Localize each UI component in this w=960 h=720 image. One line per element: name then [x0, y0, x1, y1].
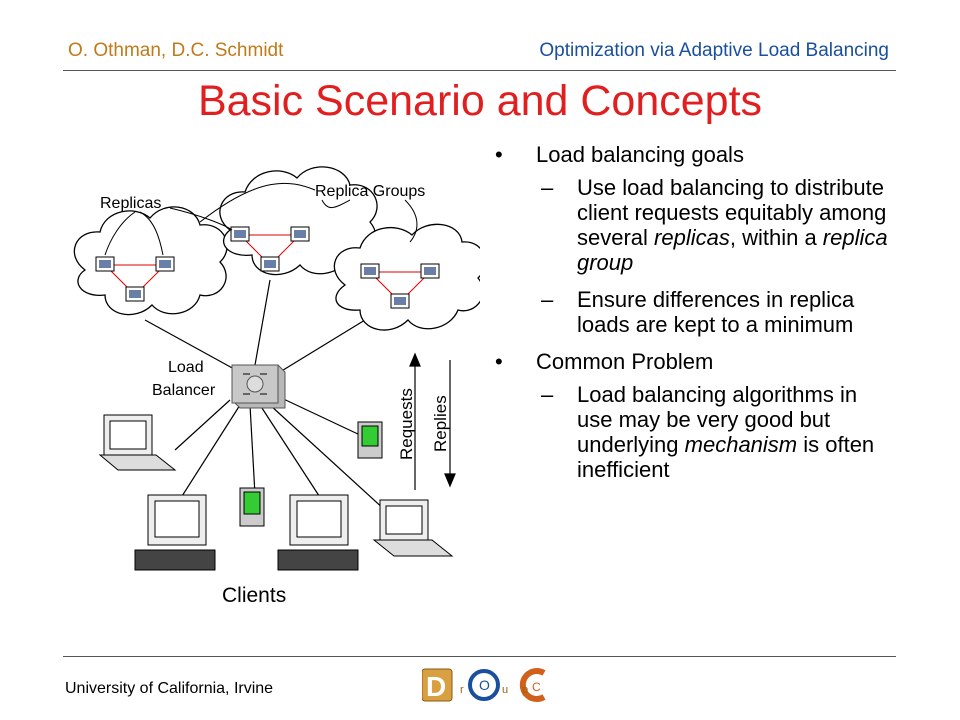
sub-bullet-dash: – [541, 382, 554, 407]
replica-groups-arrows [199, 182, 418, 243]
replica-group-term: replica group [577, 225, 888, 275]
doc-group-logo: D r O u C p [422, 668, 546, 702]
sub-bullet-text-part: , within a [729, 225, 823, 250]
bullet-common-problem-text: Common Problem [536, 349, 714, 374]
replica-groups-label: Replica Groups [315, 183, 425, 200]
sub-bullet-text-part: Load balancing algorithms in use may be … [577, 382, 858, 457]
load-label: Load [168, 359, 204, 376]
sub-bullet-text-part: Use load balancing to distribute client … [577, 175, 887, 250]
client-pda-1 [357, 421, 383, 459]
requests-label: Requests [397, 388, 416, 460]
mechanism-term: mechanism [684, 432, 798, 457]
footer-institution: University of California, Irvine [65, 680, 274, 697]
bullet-dot: • [495, 142, 503, 167]
client-desktop-2 [277, 494, 359, 571]
logo-letter-u: u [502, 684, 508, 696]
client-laptop-1 [98, 414, 177, 471]
sub-bullet-ensure-differences: – Ensure differences in replica loads ar… [495, 287, 895, 337]
slide-title: Basic Scenario and Concepts [197, 77, 763, 125]
sub-bullet-text-part: is often inefficient [577, 432, 875, 482]
requests-replies-arrows [409, 352, 456, 490]
sub-bullet-dash: – [541, 287, 554, 312]
load-balancing-diagram: Replicas Replica Groups Load Balancer Re… [73, 166, 480, 607]
logo-letter-r: r [460, 684, 464, 696]
bullet-list: • Load balancing goals – Use load balanc… [495, 142, 895, 494]
replicas-term: replicas [654, 225, 730, 250]
logo-letter-p: p [522, 684, 528, 696]
client-laptop-2 [372, 499, 454, 557]
bullet-common-problem: • Common Problem [495, 349, 895, 374]
replicas-label: Replicas [100, 195, 161, 212]
logo-letter-o: O [479, 677, 490, 693]
sub-bullet-use-load-balancing: – Use load balancing to distribute clien… [495, 175, 895, 275]
balancer-label: Balancer [152, 382, 216, 399]
logo-letter-d: D [426, 671, 446, 702]
replies-label: Replies [431, 395, 450, 452]
replica-group-cloud-2 [219, 166, 378, 276]
cloud-links [144, 279, 366, 376]
header-authors: O. Othman, D.C. Schmidt [68, 40, 284, 61]
sub-bullet-dash: – [541, 175, 554, 200]
sub-bullet-algorithms: – Load balancing algorithms in use may b… [495, 382, 895, 482]
replica-group-cloud-1 [73, 206, 228, 316]
sub-bullet-text: Ensure differences in replica loads are … [577, 287, 855, 337]
client-pda-2 [239, 487, 265, 527]
client-desktop-1 [134, 494, 216, 571]
replica-group-cloud-3 [333, 223, 480, 331]
bullet-goals-text: Load balancing goals [536, 142, 744, 167]
header-topic: Optimization via Adaptive Load Balancing [539, 40, 889, 61]
header-rule [63, 70, 896, 71]
bullet-dot: • [495, 349, 503, 374]
footer-rule [63, 656, 896, 657]
bullet-goals: • Load balancing goals [495, 142, 895, 167]
clients-label: Clients [222, 584, 286, 607]
logo-letter-c: C [532, 680, 541, 694]
client-links [169, 394, 386, 516]
load-balancer-icon [231, 364, 286, 409]
replicas-arrows [104, 207, 233, 256]
